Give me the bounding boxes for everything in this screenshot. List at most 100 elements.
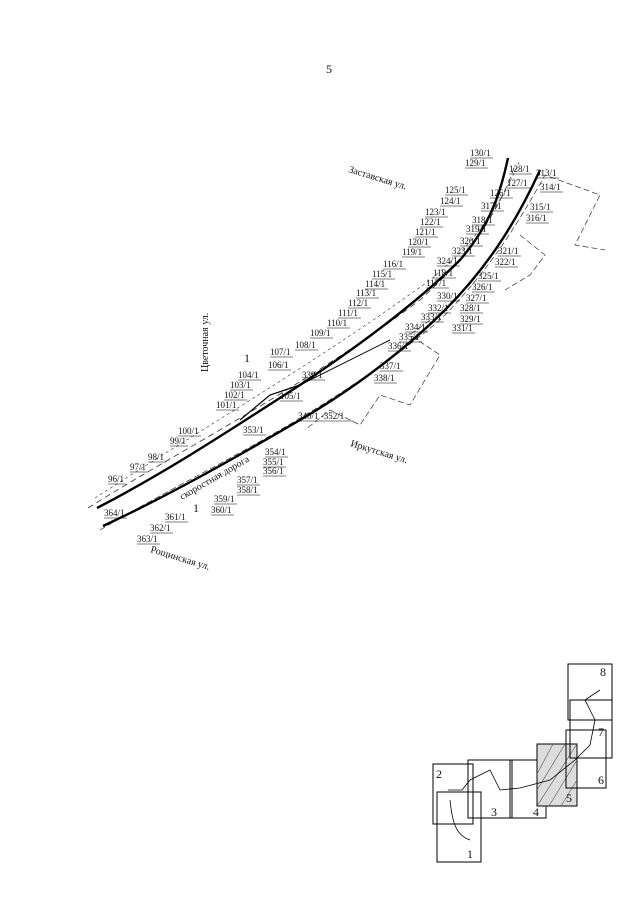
picket-label-left: 112/1	[348, 298, 368, 308]
street-tsvetochnaya: Цветочная ул.	[200, 313, 211, 372]
picket-label-left: 121/1	[415, 227, 436, 237]
picket-label-left: 128/1	[509, 164, 530, 174]
sheet-num-3: 3	[491, 805, 497, 819]
picket-label-right: 356/1	[263, 466, 284, 476]
picket-label-left: 99/1	[170, 436, 186, 446]
picket-label-right: 333/1	[421, 312, 442, 322]
picket-label-left: 96/1	[108, 474, 124, 484]
picket-label-right: 340/1 -352/1	[298, 411, 344, 421]
street-zastavskaya: Заставская ул.	[347, 164, 408, 192]
picket-label-right: 324/1	[437, 256, 458, 266]
picket-label-left: 103/1	[230, 380, 251, 390]
picket-label-right: 359/1	[214, 494, 235, 504]
picket-label-right: 336/1	[388, 341, 409, 351]
picket-label-right: 361/1	[165, 512, 186, 522]
picket-label-right: 127/1	[507, 178, 528, 188]
sheet-frame-8	[567, 663, 613, 721]
picket-label-left: 129/1	[465, 158, 486, 168]
route-number-label-2: 1	[193, 501, 199, 515]
picket-label-right: 329/1	[460, 314, 481, 324]
picket-label-right: 314/1	[540, 182, 561, 192]
picket-label-right: 322/1	[495, 257, 516, 267]
picket-label-left: 130/1	[470, 148, 491, 158]
picket-label-left: 116/1	[383, 259, 403, 269]
sheet-frame-1	[436, 791, 482, 863]
picket-label-left: 101/1	[216, 400, 237, 410]
picket-label-left: 110/1	[327, 318, 347, 328]
picket-label-right: 337/1	[380, 361, 401, 371]
picket-label-right: 313/1	[536, 168, 557, 178]
picket-label-left: 364/1	[104, 508, 125, 518]
sheet-num-5: 5	[566, 791, 572, 805]
sheet-num-7: 7	[598, 725, 604, 739]
picket-label-left: 104/1	[238, 370, 259, 380]
dashed-boundary-right	[99, 174, 606, 531]
picket-label-right: 357/1	[237, 475, 258, 485]
picket-label-left: 100/1	[178, 426, 199, 436]
picket-label-left: 109/1	[310, 328, 331, 338]
picket-label-right: 338/1	[374, 373, 395, 383]
picket-label-left: 102/1	[224, 390, 245, 400]
picket-label-left: 113/1	[356, 288, 376, 298]
sheet-index-route	[448, 689, 601, 841]
picket-label-left: 108/1	[295, 340, 316, 350]
picket-label-left: 123/1	[425, 207, 446, 217]
sheet-frame-2	[432, 763, 474, 825]
hatch-lines	[536, 743, 578, 807]
sheet-num-2: 2	[436, 767, 442, 781]
picket-label-right: 315/1	[530, 202, 551, 212]
picket-label-right: 362/1	[150, 523, 171, 533]
picket-label-right: 339/1	[302, 370, 323, 380]
picket-label-left: 122/1	[420, 217, 441, 227]
picket-label-right: 355/1	[263, 457, 284, 467]
picket-label-right: 334/1	[405, 322, 426, 332]
picket-label-left: 111/1	[338, 308, 358, 318]
picket-label-right: 325/1	[478, 271, 499, 281]
sheet-frame-3	[467, 759, 513, 819]
picket-label-right: 326/1	[472, 282, 493, 292]
sheet-index-map: 2 3 1 4 5 6 7 8	[432, 663, 613, 863]
sheet-num-1: 1	[467, 847, 473, 861]
picket-label-right: 319/1	[466, 224, 487, 234]
dashed-boundary-inner	[94, 159, 521, 499]
sheet-num-8: 8	[600, 665, 606, 679]
route-connector	[239, 384, 301, 421]
picket-label-right: 126/1	[490, 188, 511, 198]
picket-label-left: 106/1	[268, 360, 289, 370]
route-number-label: 1	[244, 351, 250, 365]
route-link-line	[299, 339, 391, 386]
picket-label-left: 97/1	[130, 462, 146, 472]
picket-label-right: 316/1	[526, 213, 547, 223]
sheet-frame-7	[569, 699, 613, 759]
picket-label-left: 124/1	[440, 196, 461, 206]
route-line-south	[102, 169, 542, 528]
sheet-num-6: 6	[598, 773, 604, 787]
picket-label-left: 114/1	[365, 279, 385, 289]
picket-label-right: 354/1	[265, 447, 286, 457]
picket-label-right: 317/1	[481, 201, 502, 211]
street-roshchinskaya: Рощинская ул.	[149, 544, 211, 572]
picket-label-right: 105/1	[280, 391, 301, 401]
sheet-frame-6	[565, 729, 607, 789]
picket-label-left: 125/1	[445, 185, 466, 195]
picket-label-right: 331/1	[452, 323, 473, 333]
picket-label-left: 115/1	[372, 269, 392, 279]
picket-label-right: 332/1	[428, 303, 449, 313]
route-line-north	[96, 157, 510, 510]
picket-label-left: 98/1	[148, 452, 164, 462]
picket-label-right: 330/1	[437, 291, 458, 301]
picket-label-left: 107/1	[270, 347, 291, 357]
picket-label-right: 118/1	[433, 268, 453, 278]
picket-label-right: 353/1	[243, 425, 264, 435]
picket-label-right: 363/1	[137, 534, 158, 544]
picket-label-right: 328/1	[460, 303, 481, 313]
picket-label-left: 120/1	[408, 237, 429, 247]
page-number: 5	[326, 62, 332, 76]
picket-label-right: 360/1	[211, 505, 232, 515]
picket-label-right: 117/1	[426, 278, 446, 288]
picket-label-right: 358/1	[237, 485, 258, 495]
picket-label-right: 335/1	[399, 332, 420, 342]
